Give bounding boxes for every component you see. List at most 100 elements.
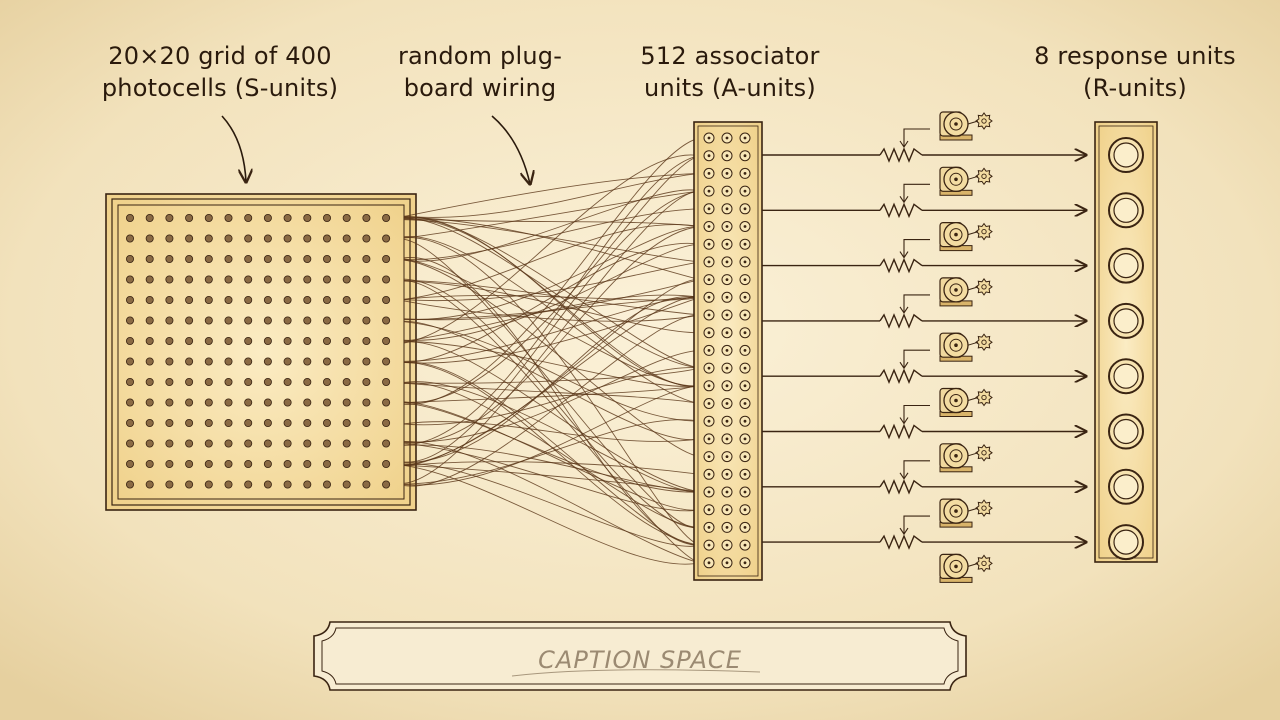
photocell bbox=[224, 234, 233, 243]
photocell bbox=[185, 377, 194, 386]
plugboard-wire bbox=[403, 321, 701, 422]
photocell bbox=[126, 377, 135, 386]
photocell bbox=[342, 439, 351, 448]
photocell bbox=[126, 336, 135, 345]
photocell bbox=[145, 418, 154, 427]
photocell bbox=[145, 254, 154, 263]
plugboard-wire bbox=[403, 464, 701, 493]
r-unit-response-lamps bbox=[1108, 137, 1144, 561]
photocell bbox=[224, 357, 233, 366]
gear-icon bbox=[975, 388, 993, 407]
associator-unit-dot bbox=[743, 543, 747, 547]
associator-unit-dot bbox=[707, 437, 711, 441]
gear-icon bbox=[975, 499, 993, 517]
photocell bbox=[244, 295, 253, 304]
gear-hub bbox=[981, 228, 987, 235]
photocell bbox=[165, 316, 174, 325]
plugboard-wire bbox=[403, 155, 701, 446]
motor-rotor bbox=[949, 283, 963, 297]
photocell bbox=[322, 357, 331, 366]
plugboard-wire bbox=[403, 464, 701, 565]
response-unit-lens bbox=[1113, 253, 1139, 279]
plugboard-wire bbox=[403, 296, 701, 364]
photocell bbox=[362, 316, 371, 325]
associator-unit-dot bbox=[725, 437, 729, 441]
photocell bbox=[185, 398, 194, 407]
motor-icon bbox=[939, 498, 993, 528]
photocell bbox=[382, 418, 391, 427]
photocell bbox=[145, 295, 154, 304]
plugboard-wire bbox=[403, 190, 701, 484]
weighted-output-line bbox=[762, 183, 1086, 219]
photocell bbox=[244, 357, 253, 366]
photocell bbox=[303, 480, 312, 489]
plugboard-wire bbox=[403, 259, 701, 458]
photocell bbox=[342, 480, 351, 489]
motor-rotor bbox=[949, 338, 963, 352]
plugboard-wire bbox=[403, 236, 701, 404]
associator-unit-dot bbox=[725, 172, 729, 175]
weight-motors bbox=[939, 111, 993, 583]
plugboard-wire bbox=[403, 243, 701, 341]
photocell bbox=[145, 459, 154, 468]
associator-unit-dot bbox=[743, 490, 747, 494]
photocell bbox=[283, 418, 292, 427]
photocell bbox=[244, 439, 253, 448]
photocell bbox=[165, 459, 174, 468]
associator-unit-dot bbox=[725, 526, 729, 529]
associator-unit-dot bbox=[725, 207, 729, 211]
plugboard-wires bbox=[403, 137, 701, 565]
photocell bbox=[185, 357, 194, 366]
photocell bbox=[362, 213, 371, 222]
photocell bbox=[224, 480, 233, 489]
photocell bbox=[244, 377, 253, 386]
motor-shaft bbox=[954, 564, 958, 569]
photocell bbox=[224, 418, 233, 427]
gear-hub bbox=[981, 560, 987, 567]
photocell bbox=[145, 357, 154, 366]
resistor-weight bbox=[879, 478, 923, 495]
resistor-wiper bbox=[903, 239, 930, 257]
associator-unit-dot bbox=[743, 437, 747, 441]
photocell bbox=[126, 295, 135, 304]
motor-shaft bbox=[954, 509, 958, 513]
motor-linkage bbox=[967, 341, 979, 346]
associator-unit-dot bbox=[707, 189, 711, 193]
caption-underline-scribble bbox=[511, 669, 761, 677]
plugboard-label-line-2: board wiring bbox=[403, 74, 557, 102]
associator-unit-dot bbox=[725, 384, 729, 388]
photocell bbox=[244, 254, 253, 263]
photocell bbox=[224, 398, 233, 407]
s-unit-panel bbox=[105, 193, 417, 511]
plugboard-wire bbox=[403, 461, 701, 475]
plugboard-wire bbox=[403, 217, 701, 369]
associator-unit-dot bbox=[743, 419, 747, 423]
gear-icon bbox=[975, 167, 993, 186]
associator-unit-dot bbox=[725, 472, 729, 476]
gear-hub bbox=[981, 450, 987, 456]
photocell bbox=[322, 295, 331, 304]
photocell bbox=[165, 398, 174, 407]
plugboard-wire bbox=[403, 280, 701, 334]
plugboard-wire bbox=[403, 401, 701, 511]
associator-unit-dot bbox=[725, 278, 729, 281]
photocell bbox=[283, 234, 292, 243]
s-grid-pointer-arrow bbox=[221, 115, 246, 182]
plugboard-wire bbox=[403, 361, 701, 546]
photocell bbox=[126, 398, 135, 407]
photocell bbox=[322, 336, 331, 345]
associator-unit-dot bbox=[725, 561, 729, 565]
photocell bbox=[204, 295, 213, 304]
associator-unit-dot bbox=[743, 172, 747, 175]
photocell bbox=[145, 377, 154, 386]
photocell bbox=[165, 295, 174, 304]
photocell bbox=[322, 439, 331, 448]
photocell bbox=[283, 254, 292, 263]
photocell bbox=[126, 234, 135, 243]
associator-unit-dot bbox=[725, 366, 729, 370]
photocell bbox=[244, 275, 253, 284]
photocell bbox=[126, 275, 135, 284]
photocell bbox=[303, 357, 312, 366]
resistor-wiper bbox=[903, 404, 930, 423]
motor-linkage bbox=[967, 397, 979, 401]
